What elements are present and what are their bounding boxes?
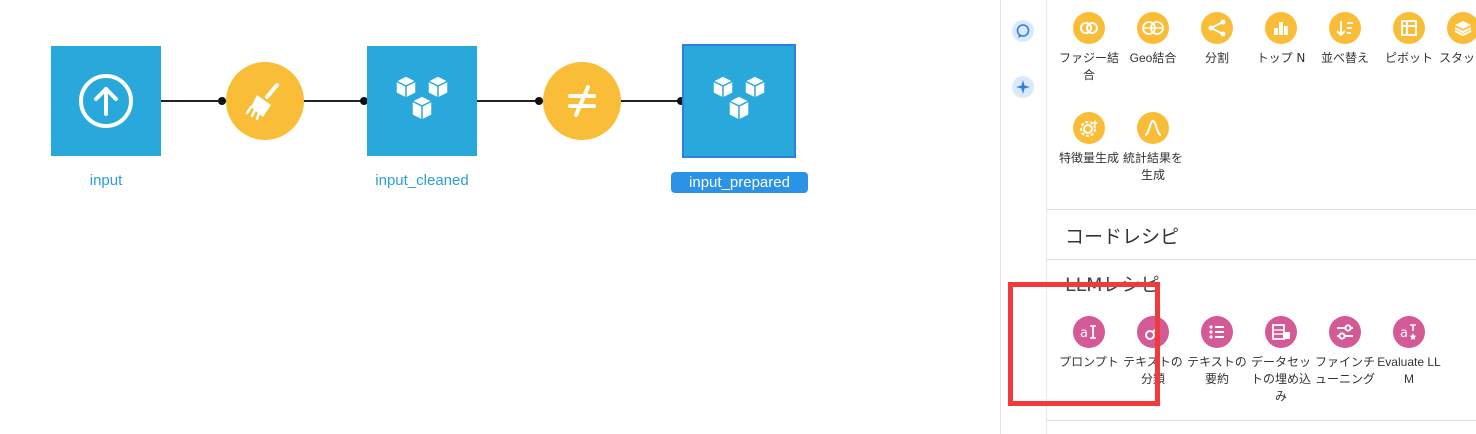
edge-endpoint — [677, 97, 685, 105]
summarize-text-icon — [1201, 316, 1233, 348]
feature-gen-icon — [1073, 112, 1105, 144]
recipe-node-prepare[interactable] — [226, 62, 304, 140]
classify-text-icon — [1137, 316, 1169, 348]
recipe-node-filter[interactable] — [543, 62, 621, 140]
recipe-tile-top-n[interactable]: トップ N — [1249, 12, 1313, 67]
fine-tune-icon — [1329, 316, 1361, 348]
recipe-tile-fuzzy-join[interactable]: ファジー結合 — [1057, 12, 1121, 84]
fuzzy-join-icon — [1073, 12, 1105, 44]
dataset-label-input-cleaned[interactable]: input_cleaned — [375, 172, 469, 189]
recipe-tile-label: 分割 — [1204, 51, 1229, 65]
recipe-tile-label: 特徴量生成 — [1058, 151, 1119, 165]
top-n-icon — [1265, 12, 1297, 44]
dataset-node-input-prepared[interactable] — [684, 46, 794, 156]
cubes-icon — [712, 75, 766, 121]
stats-icon — [1137, 112, 1169, 144]
recipe-tile-evaluate-llm[interactable]: a Evaluate LLM — [1377, 316, 1441, 388]
dataset-node-input[interactable] — [51, 46, 161, 156]
recipe-panel: ファジー結合 Geo結合 分割 トップ N 並べ替え ピボット スタッ — [1046, 0, 1476, 434]
recipe-tile-classify-text[interactable]: テキストの分類 — [1121, 316, 1185, 388]
svg-text:a: a — [1080, 326, 1088, 341]
split-icon — [1201, 12, 1233, 44]
recipe-tile-split[interactable]: 分割 — [1185, 12, 1249, 67]
recipe-tile-feature-gen[interactable]: 特徴量生成 — [1057, 112, 1121, 167]
recipe-tile-prompt[interactable]: a プロンプト — [1057, 316, 1121, 371]
edge-endpoint — [535, 97, 543, 105]
dataset-node-input-cleaned[interactable] — [367, 46, 477, 156]
svg-text:a: a — [1400, 326, 1408, 341]
dataset-label-input[interactable]: input — [89, 172, 123, 189]
section-divider — [1047, 259, 1476, 260]
evaluate-llm-icon: a — [1393, 316, 1425, 348]
recipe-tile-label: スタッ — [1439, 51, 1476, 65]
recipe-tile-sort[interactable]: 並べ替え — [1313, 12, 1377, 67]
sparkle-icon[interactable] — [1012, 76, 1034, 98]
embed-dataset-icon — [1265, 316, 1297, 348]
section-divider — [1047, 420, 1476, 421]
flow-canvas[interactable]: input input_cleaned — [0, 0, 1000, 434]
recipe-tile-label: ファジー結合 — [1058, 51, 1119, 82]
recipe-tile-summarize-text[interactable]: テキストの要約 — [1185, 316, 1249, 388]
section-divider — [1047, 209, 1476, 210]
section-title-code-recipes[interactable]: コードレシピ — [1065, 226, 1180, 248]
recipe-tile-label: 統計結果を生成 — [1122, 151, 1183, 182]
stack-icon — [1447, 12, 1476, 44]
recipe-tile-label: ピボット — [1384, 51, 1433, 65]
recipe-tile-label: テキストの分類 — [1123, 355, 1183, 386]
geo-join-icon — [1137, 12, 1169, 44]
recipe-tile-label: プロンプト — [1059, 355, 1119, 369]
recipe-tile-label: データセットの埋め込み — [1250, 355, 1311, 403]
right-panel-rail — [1000, 0, 1046, 434]
recipe-tile-label: ファインチューニング — [1314, 355, 1375, 386]
sort-icon — [1329, 12, 1361, 44]
recipe-tile-pivot[interactable]: ピボット — [1377, 12, 1441, 67]
cubes-icon — [395, 75, 449, 121]
recipe-tile-label: 並べ替え — [1320, 51, 1369, 65]
not-equal-icon — [568, 85, 596, 117]
recipe-tile-geo-join[interactable]: Geo結合 — [1121, 12, 1185, 67]
recipe-tile-fine-tune[interactable]: ファインチューニング — [1313, 316, 1377, 388]
chat-icon[interactable] — [1012, 20, 1034, 42]
section-title-llm-recipes: LLMレシピ — [1065, 274, 1160, 296]
recipe-tile-label: トップ N — [1256, 51, 1306, 65]
pivot-icon — [1393, 12, 1425, 44]
recipe-tile-stack[interactable]: スタッ — [1439, 12, 1476, 67]
recipe-tile-label: Evaluate LLM — [1377, 355, 1441, 386]
prompt-icon: a — [1073, 316, 1105, 348]
broom-icon — [245, 83, 279, 121]
edge-endpoint — [218, 97, 226, 105]
upload-icon — [79, 74, 133, 128]
edge-endpoint — [360, 97, 368, 105]
recipe-tile-stats[interactable]: 統計結果を生成 — [1121, 112, 1185, 184]
recipe-tile-embed-dataset[interactable]: データセットの埋め込み — [1249, 316, 1313, 405]
dataset-label-input-prepared[interactable]: input_prepared — [671, 172, 808, 193]
recipe-tile-label: テキストの要約 — [1187, 355, 1247, 386]
recipe-tile-label: Geo結合 — [1129, 51, 1177, 65]
